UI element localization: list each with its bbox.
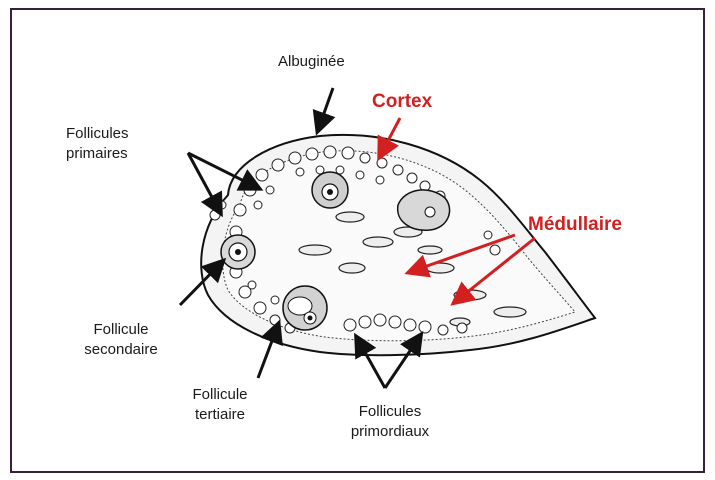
label-follicule-tertiaire-line1: Follicule (170, 385, 270, 405)
label-follicule-secondaire-line1: Follicule (66, 320, 176, 340)
label-follicules-primaires-line1: Follicules (66, 124, 129, 144)
label-follicules-primaires: Follicules primaires (66, 124, 129, 164)
label-cortex: Cortex (372, 92, 432, 112)
tertiary-follicle (283, 286, 327, 330)
label-follicule-secondaire: Follicule secondaire (66, 320, 176, 360)
label-follicule-secondaire-line2: secondaire (66, 340, 176, 360)
secondary-follicle (221, 235, 255, 269)
label-medullaire: Médullaire (528, 215, 622, 235)
label-follicules-primordiaux-line1: Follicules (330, 402, 450, 422)
label-follicules-primaires-line2: primaires (66, 144, 129, 164)
label-follicules-primordiaux: Follicules primordiaux (330, 402, 450, 442)
right-follicle (398, 190, 450, 230)
label-follicule-tertiaire-line2: tertiaire (170, 405, 270, 425)
antral-follicle-top (312, 172, 348, 208)
label-follicule-tertiaire: Follicule tertiaire (170, 385, 270, 425)
label-albuginee: Albuginée (278, 52, 345, 72)
label-follicules-primordiaux-line2: primordiaux (330, 422, 450, 442)
